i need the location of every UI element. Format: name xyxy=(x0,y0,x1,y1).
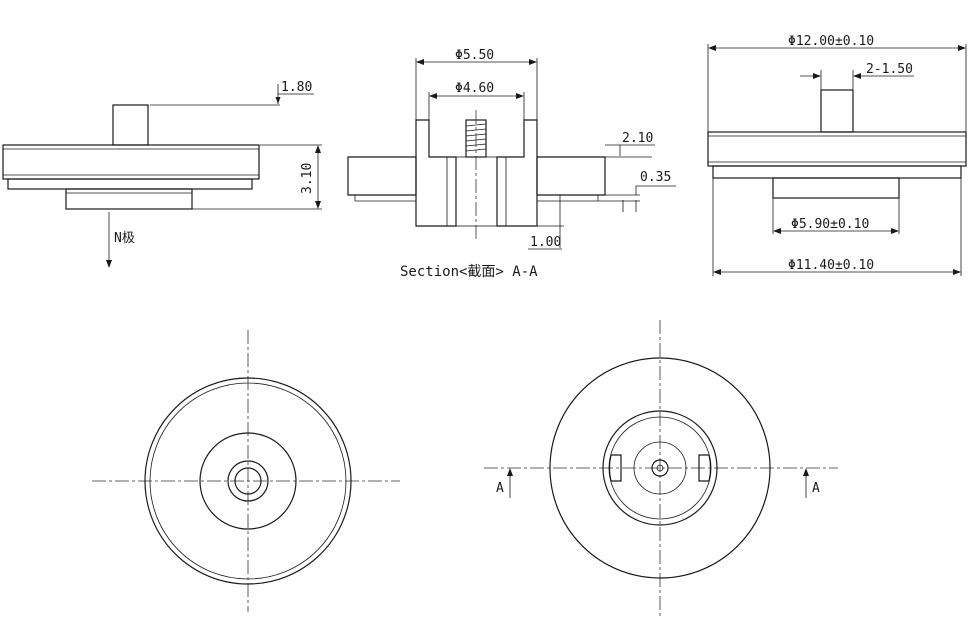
dim-wall: 2.10 xyxy=(622,131,653,146)
dim-total-height: 3.10 xyxy=(300,163,315,194)
dim-inner-bore: Φ4.60 xyxy=(455,81,494,96)
dim-pins: 2-1.50 xyxy=(866,62,913,77)
dim-outer-bore: Φ5.50 xyxy=(455,48,494,63)
dim-boss-dia: Φ5.90±0.10 xyxy=(791,217,869,232)
dim-base: 1.00 xyxy=(530,235,561,250)
dim-step: 0.35 xyxy=(640,170,671,185)
bottom-right-view: A A xyxy=(484,320,838,616)
dim-overall-dia: Φ12.00±0.10 xyxy=(788,34,874,49)
section-view: Φ5.50 Φ4.60 2.10 0.35 1.00 Section<截面> A… xyxy=(347,48,676,280)
dim-base-dia: Φ11.40±0.10 xyxy=(788,258,874,273)
section-mark-left: A xyxy=(496,481,504,496)
dim-pin-height: 1.80 xyxy=(281,80,312,95)
side-view: Φ12.00±0.10 2-1.50 Φ5.90±0.10 Φ11.40±0.1… xyxy=(707,34,967,276)
section-mark-right: A xyxy=(812,481,820,496)
section-caption: Section<截面> A-A xyxy=(400,264,538,280)
pole-label: N极 xyxy=(114,231,135,246)
bottom-left-view xyxy=(92,330,400,612)
front-view: 1.80 3.10 N极 xyxy=(2,80,322,268)
